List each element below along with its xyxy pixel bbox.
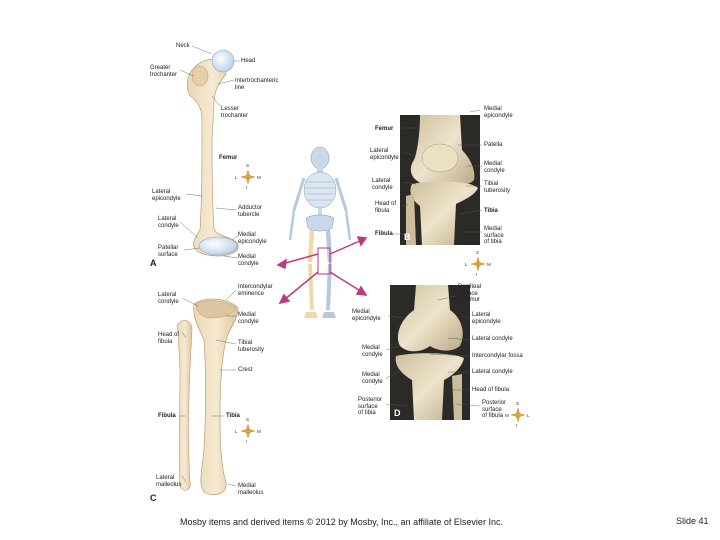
label-fibula-c: Fibula: [158, 413, 176, 419]
label-head: Head: [241, 58, 256, 64]
figure-letter-a: A: [150, 258, 157, 268]
label-lateral-epicondyle-b: Lateral epicondyle: [370, 148, 399, 161]
label-tibia-c: Tibia: [226, 413, 240, 419]
label-lateral-condyle-a: Lateral condyle: [158, 216, 179, 229]
label-patellar-surface: Patellar surface: [158, 245, 179, 258]
compass-c-medial: M: [257, 429, 261, 434]
label-lesser-trochanter: Lesser trochanter: [221, 106, 249, 119]
figure-letter-d: D: [394, 408, 401, 418]
label-tibial-tuberosity-b: Tibial tuberosity: [484, 181, 511, 194]
label-popliteal-surface-of-femur: Popliteal surface of femur: [458, 284, 482, 303]
skeleton-figure: [288, 146, 352, 318]
anterior-knee-photo: [400, 115, 480, 245]
pointer-arrows: [276, 236, 368, 305]
label-neck: Neck: [176, 43, 190, 49]
compass-a-inferior: I: [246, 185, 248, 190]
label-lateral-epicondyle-d: Lateral epicondyle: [472, 312, 501, 325]
femur-drawing: [186, 49, 239, 257]
compass-d-lateral: L: [527, 413, 530, 418]
label-posterior-surface-of-fibula: Posterior surface of fibula: [482, 400, 507, 419]
label-patella: Patella: [484, 142, 503, 148]
posterior-knee-photo: [390, 285, 470, 420]
label-tibia-b: Tibia: [484, 208, 498, 214]
compass-b-medial: M: [487, 262, 491, 267]
label-lateral-condyle-b: Lateral condyle: [372, 178, 393, 191]
compass-rose-c: [240, 423, 256, 439]
label-medial-condyle-c: Medial condyle: [238, 312, 259, 325]
label-medial-condyle-a: Medial condyle: [238, 254, 259, 267]
label-fibula-b: Fibula: [375, 231, 393, 237]
label-tibial-tuberosity-c: Tibial tuberosity: [238, 340, 265, 353]
compass-a-superior: S: [246, 163, 250, 168]
compass-d-superior: S: [516, 401, 520, 406]
compass-d-medial: M: [505, 413, 509, 418]
label-lateral-condyle-tibia-d: Lateral condyle: [472, 369, 513, 375]
label-intercondylar-eminence: Intercondylar eminence: [238, 284, 273, 297]
label-lateral-epicondyle-a: Lateral epicondyle: [152, 189, 181, 202]
label-posterior-surface-of-tibia: Posterior surface of tibia: [358, 397, 383, 416]
label-medial-epicondyle-b: Medial epicondyle: [484, 106, 513, 119]
label-head-of-fibula-c: Head of fibula: [158, 332, 180, 345]
label-intertrochanteric-line: Intertrochanteric line: [235, 78, 279, 91]
compass-d-inferior: I: [516, 423, 518, 428]
label-crest: Crest: [238, 367, 253, 373]
compass-rose-a: [240, 169, 256, 185]
label-medial-malleolus: Medial malleolus: [238, 483, 264, 496]
leader-lines: [179, 45, 483, 487]
label-lateral-condyle-femur-d: Lateral condyle: [472, 336, 513, 342]
label-medial-surface-of-tibia: Medial surface of tibia: [484, 226, 504, 245]
compass-rose-b: [470, 256, 486, 272]
label-medial-condyle-tibia-d: Medial condyle: [362, 372, 383, 385]
compass-c-inferior: I: [246, 439, 248, 444]
label-lateral-malleolus: Lateral malleolus: [156, 475, 182, 488]
tibia-fibula-drawing: [176, 298, 239, 496]
label-medial-condyle-b: Medial condyle: [484, 161, 505, 174]
label-adductor-tubercle: Adductor tubercle: [238, 205, 263, 218]
label-greater-trochanter: Greater trochanter: [150, 65, 178, 78]
compass-b-lateral: L: [465, 262, 468, 267]
compass-a-lateral: L: [235, 175, 238, 180]
compass-c-lateral: L: [235, 429, 238, 434]
label-medial-epicondyle-a: Medial epicondyle: [238, 232, 267, 245]
compass-rose-d: [510, 407, 526, 423]
label-femur-a: Femur: [219, 155, 238, 161]
label-femur-b: Femur: [375, 126, 394, 132]
compass-b-inferior: I: [476, 272, 478, 277]
copyright-footer: Mosby items and derived items © 2012 by …: [180, 517, 503, 527]
figure-letter-b: B: [404, 232, 411, 242]
label-medial-epicondyle-d: Medial epicondyle: [352, 309, 381, 322]
label-intercondylar-fossa: Intercondylar fossa: [472, 353, 523, 359]
compass-b-superior: S: [476, 250, 480, 255]
slide-number: Slide 41: [676, 516, 709, 526]
figure-letter-c: C: [150, 493, 157, 503]
label-medial-condyle-femur-d: Medial condyle: [362, 345, 383, 358]
label-lateral-condyle-c: Lateral condyle: [158, 292, 179, 305]
label-head-of-fibula-d: Head of fibula: [472, 387, 510, 393]
compass-a-medial: M: [257, 175, 261, 180]
label-head-of-fibula-b: Head of fibula: [375, 201, 397, 214]
compass-c-superior: S: [246, 417, 250, 422]
